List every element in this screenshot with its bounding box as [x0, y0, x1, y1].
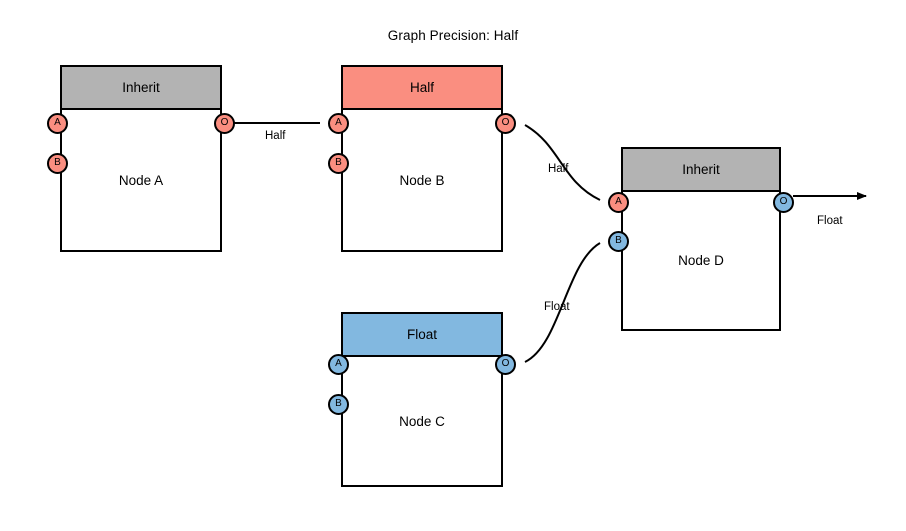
edge-label-edge-d-output: Float: [817, 215, 843, 227]
node-b-body: Node B: [343, 110, 501, 250]
edge-label-edge-a-to-b: Half: [265, 130, 286, 142]
node-c-body: Node C: [343, 357, 501, 485]
node-d-input-port-a[interactable]: A: [608, 191, 629, 213]
edge-edge-c-to-d[interactable]: [524, 242, 601, 363]
edge-label-edge-c-to-d: Float: [544, 301, 570, 313]
node-a-label: Node A: [118, 172, 164, 188]
node-c-label: Node C: [399, 413, 445, 429]
node-d-output-port-o[interactable]: O: [773, 191, 794, 213]
node-c-header: Float: [343, 314, 501, 357]
node-b-header: Half: [343, 67, 501, 110]
edge-label-edge-b-to-d: Half: [548, 163, 569, 175]
node-b-label: Node B: [399, 172, 445, 188]
node-d-input-port-b[interactable]: B: [608, 230, 629, 252]
node-a-header: Inherit: [62, 67, 220, 110]
node-d-body: Node D: [623, 192, 779, 329]
node-a-input-port-b[interactable]: B: [47, 152, 68, 174]
edge-edge-b-to-d[interactable]: [524, 124, 601, 201]
node-a-output-port-o[interactable]: O: [214, 112, 235, 134]
page-title: Graph Precision: Half: [387, 28, 519, 43]
node-c-input-port-a[interactable]: A: [328, 353, 349, 375]
node-b-output-port-o[interactable]: O: [495, 112, 516, 134]
node-d-label: Node D: [678, 253, 724, 268]
node-d-header: Inherit: [623, 149, 779, 192]
node-b-input-port-b[interactable]: B: [328, 152, 349, 174]
node-c-output-port-o[interactable]: O: [495, 353, 516, 375]
node-b-input-port-a[interactable]: A: [328, 112, 349, 134]
node-a-body: Node A: [62, 110, 220, 250]
node-c-input-port-b[interactable]: B: [328, 393, 349, 415]
node-a-input-port-a[interactable]: A: [47, 112, 68, 134]
